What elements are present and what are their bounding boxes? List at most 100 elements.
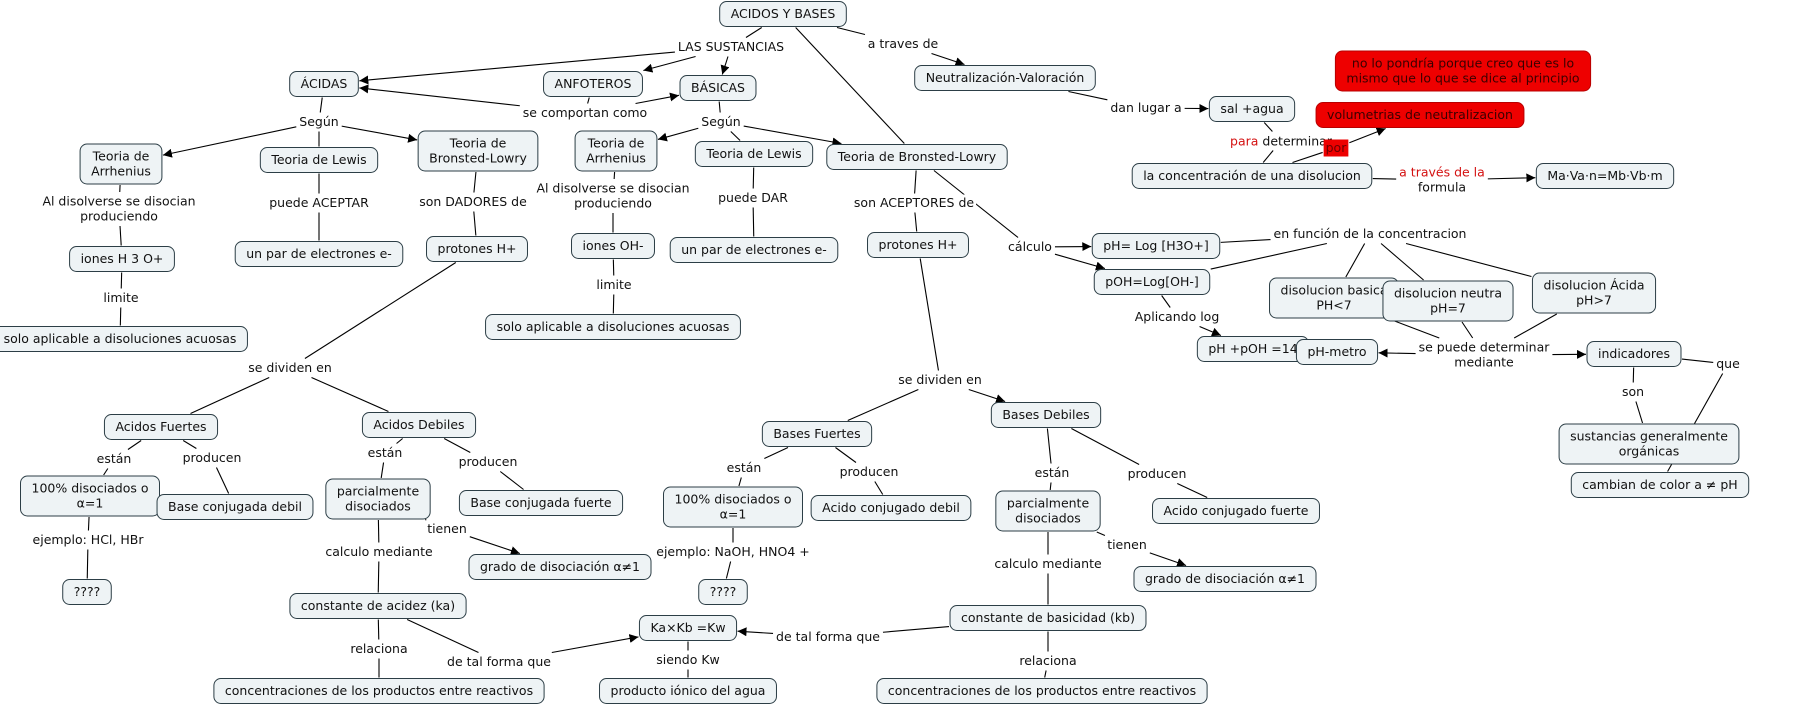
connection-line bbox=[1149, 552, 1187, 567]
connection-line bbox=[319, 97, 323, 113]
connection-line bbox=[551, 634, 639, 654]
link-label: para determinar bbox=[1228, 132, 1334, 150]
connection-line bbox=[1389, 318, 1440, 339]
link-label: calculo mediante bbox=[992, 555, 1104, 573]
concept-node: ÁCIDAS bbox=[289, 71, 359, 97]
link-label: puede ACEPTAR bbox=[267, 194, 371, 212]
node-label: orgánicas bbox=[1619, 444, 1680, 459]
node-label: pH +pOH =14 bbox=[1208, 341, 1297, 356]
node-box bbox=[361, 412, 477, 438]
concept-node: ???? bbox=[62, 579, 112, 605]
connection-line bbox=[752, 207, 755, 237]
node-box bbox=[62, 579, 112, 605]
link-label-text: formula bbox=[1418, 180, 1466, 195]
concept-node: Teoria de Lewis bbox=[694, 141, 814, 167]
concept-node: constante de basicidad (kb) bbox=[949, 605, 1147, 631]
node-label: iones H 3 O+ bbox=[81, 251, 164, 266]
link-label: a traves de bbox=[865, 35, 941, 53]
node-label: la concentración de una disolucion bbox=[1143, 168, 1361, 183]
connection-line bbox=[1513, 313, 1558, 339]
node-label: pH-metro bbox=[1307, 344, 1366, 359]
node-label: grado de disociación α≠1 bbox=[1145, 571, 1305, 586]
connection-line bbox=[1263, 122, 1273, 132]
link-label-text: Al disolverse se disocian bbox=[42, 194, 195, 209]
concept-node: iones OH- bbox=[571, 233, 655, 259]
node-box bbox=[1091, 233, 1221, 259]
node-label: parcialmente bbox=[337, 484, 420, 499]
concept-node: Teoria de Lewis bbox=[259, 147, 379, 173]
concept-node: solo aplicable a disoluciones acuosas bbox=[0, 326, 248, 352]
connection-line bbox=[919, 258, 939, 371]
node-box bbox=[1133, 566, 1317, 592]
node-label: constante de acidez (ka) bbox=[301, 598, 455, 613]
node-box bbox=[289, 71, 359, 97]
link-label-text: mediante bbox=[1454, 355, 1514, 370]
node-box bbox=[669, 237, 839, 263]
concept-node: sal +agua bbox=[1208, 96, 1296, 122]
connection-line bbox=[874, 481, 884, 495]
link-label-part: para bbox=[1230, 134, 1262, 149]
concept-node: volumetrias de neutralizacion bbox=[1315, 102, 1525, 128]
node-label: Acidos Debiles bbox=[373, 417, 464, 432]
link-label: están bbox=[1032, 464, 1072, 482]
connection-line bbox=[914, 170, 917, 194]
node-box bbox=[1131, 163, 1373, 189]
node-label: un par de electrones e- bbox=[681, 242, 827, 257]
connection-line bbox=[1044, 670, 1047, 678]
concept-node: Teoria de Bronsted-Lowry bbox=[826, 144, 1008, 170]
concept-node: ???? bbox=[698, 579, 748, 605]
link-label-text: se puede determinar bbox=[1419, 340, 1551, 355]
link-label-text: tienen bbox=[427, 521, 467, 536]
node-label: Bronsted-Lowry bbox=[429, 151, 527, 166]
node-box bbox=[1531, 272, 1657, 314]
link-label-text: son bbox=[1622, 384, 1644, 399]
concept-node: pH= Log [H3O+] bbox=[1091, 233, 1221, 259]
link-label-text: Al disolverse se disocian bbox=[536, 181, 689, 196]
connection-line bbox=[730, 131, 741, 141]
connection-line bbox=[499, 471, 524, 490]
link-label: relaciona bbox=[348, 640, 410, 658]
concept-node: pH-metro bbox=[1295, 339, 1379, 365]
concept-node: solo aplicable a disoluciones acuosas bbox=[485, 314, 741, 340]
concept-node: un par de electrones e- bbox=[234, 241, 404, 267]
connection-line bbox=[725, 561, 732, 579]
link-label-text: relaciona bbox=[350, 641, 407, 656]
node-label: ANFOTEROS bbox=[555, 76, 632, 91]
link-label-text: Aplicando log bbox=[1135, 309, 1220, 324]
concept-node: pH +pOH =14 bbox=[1196, 336, 1310, 362]
connection-line bbox=[469, 536, 521, 555]
node-label: BÁSICAS bbox=[691, 80, 745, 95]
connection-line bbox=[718, 101, 721, 113]
link-label: Aplicando log bbox=[1132, 308, 1222, 326]
node-label: solo aplicable a disoluciones acuosas bbox=[4, 331, 237, 346]
node-box bbox=[990, 402, 1102, 428]
node-box bbox=[234, 241, 404, 267]
link-label: se dividen en bbox=[246, 359, 334, 377]
link-label: producen bbox=[1125, 465, 1189, 483]
connection-line bbox=[86, 549, 89, 579]
connection-line bbox=[764, 447, 789, 460]
node-label: Neutralización-Valoración bbox=[926, 70, 1085, 85]
connection-line bbox=[359, 51, 675, 85]
link-label-text: por bbox=[1326, 140, 1348, 155]
node-box bbox=[0, 326, 248, 352]
concept-node: concentraciones de los productos entre r… bbox=[213, 678, 545, 704]
connection-line bbox=[657, 127, 699, 142]
link-label: dan lugar a bbox=[1108, 99, 1184, 117]
concept-node: grado de disociación α≠1 bbox=[1133, 566, 1317, 592]
concept-node: Bases Fuertes bbox=[761, 421, 873, 447]
node-label: un par de electrones e- bbox=[246, 246, 392, 261]
node-label: protones H+ bbox=[438, 241, 517, 256]
node-label: concentraciones de los productos entre r… bbox=[888, 683, 1196, 698]
connection-line bbox=[377, 561, 380, 593]
concept-node: Base conjugada debil bbox=[156, 494, 314, 520]
link-label-text: que bbox=[1716, 356, 1740, 371]
connection-line bbox=[473, 171, 477, 193]
